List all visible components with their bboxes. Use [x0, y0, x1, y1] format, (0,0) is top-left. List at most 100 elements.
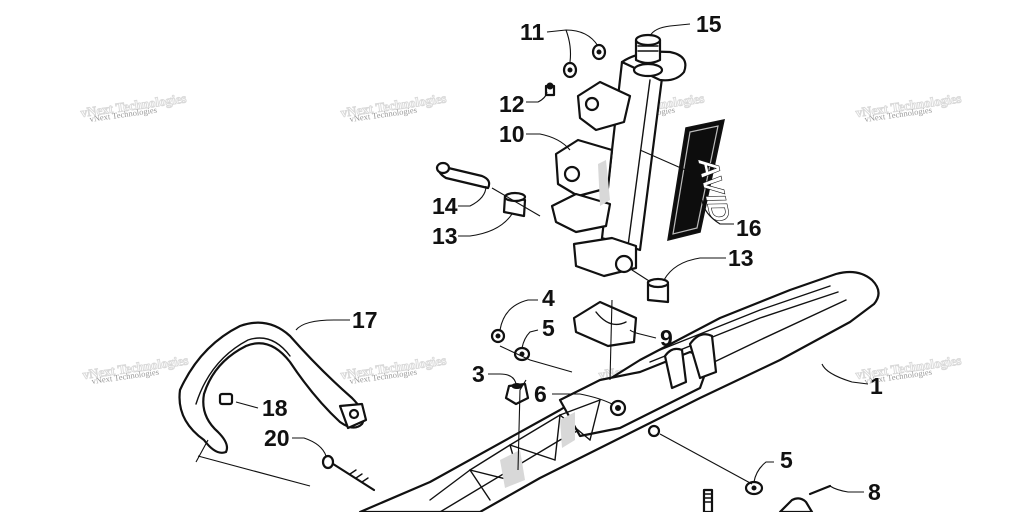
- spindle-lower-bracket: [550, 192, 612, 234]
- callouts: 11 15 12 10 14 13 16 13 4 5 9 17 3 6 1 1…: [262, 11, 883, 505]
- leader-9: [629, 329, 657, 339]
- spindle-bracket-hole: [584, 96, 600, 112]
- pivot-pin-end: [435, 161, 451, 175]
- callout-13: 13: [728, 245, 754, 271]
- spindle-tube-highlight: [627, 79, 651, 247]
- ski: [358, 270, 880, 512]
- leader-11: [546, 29, 599, 47]
- ski-bolt-hole: [647, 424, 661, 438]
- grease-fitting-tip: [546, 82, 554, 90]
- top-cap: [632, 33, 664, 78]
- top-cap-washer: [632, 62, 664, 78]
- leader-4: [499, 299, 538, 331]
- axis-dash: [195, 439, 311, 487]
- washer-hole: [567, 67, 573, 73]
- leader-1: [821, 363, 869, 385]
- callout-13: 13: [432, 223, 458, 249]
- callout-12: 12: [499, 91, 525, 117]
- handle-plug: [218, 392, 234, 406]
- washer-6: [609, 399, 627, 417]
- ski-handle-inner-edge: [195, 337, 291, 405]
- callout-11: 11: [520, 19, 545, 45]
- handle-bolt-thread: [349, 469, 369, 483]
- leader-18: [235, 401, 259, 409]
- bumper-block-body: [572, 300, 638, 348]
- ski-runner-rib: [688, 333, 718, 380]
- ski-handle-end-hole: [348, 408, 360, 420]
- callout-18: 18: [262, 395, 288, 421]
- leader-5b: [753, 461, 774, 483]
- nut-4: [490, 328, 506, 344]
- grease-fitting: [544, 82, 556, 97]
- leader-12: [526, 91, 548, 103]
- callout-17: 17: [352, 307, 378, 333]
- pivot-pin: [435, 161, 491, 190]
- leader-3: [488, 373, 517, 385]
- callout-8: 8: [868, 479, 881, 505]
- callout-20: 20: [264, 425, 290, 451]
- leader-lines: [195, 23, 869, 493]
- top-cap-face: [634, 33, 662, 47]
- decal-panel: [667, 119, 725, 242]
- cotter-pin: [808, 484, 832, 496]
- leader-13b: [663, 257, 726, 281]
- leader-14: [458, 185, 487, 207]
- leader-16: [701, 199, 734, 225]
- callout-10: 10: [499, 121, 525, 147]
- callout-3: 3: [472, 361, 485, 387]
- decal-border: [672, 125, 719, 235]
- lock-nut: [504, 382, 530, 406]
- callout-6: 6: [534, 381, 547, 407]
- spindle-upper-bracket: [576, 80, 632, 132]
- axis-dash: [491, 187, 541, 217]
- watermark: vNext Technologies vNext Technologies: [81, 352, 189, 386]
- watermark: vNext Technologies vNext Technologies: [339, 90, 447, 124]
- callout-14: 14: [432, 193, 458, 219]
- spindle: [550, 50, 687, 289]
- watermark: vNext Technologies vNext Technologies: [79, 90, 187, 124]
- callout-15: 15: [696, 11, 722, 37]
- ski-keel-line: [649, 291, 839, 363]
- callout-5: 5: [780, 447, 793, 473]
- leader-10: [526, 133, 571, 151]
- ski-shadow: [560, 412, 575, 448]
- callout-9: 9: [660, 325, 673, 351]
- spindle-bracket-hole: [563, 165, 581, 183]
- watermark: vNext Technologies vNext Technologies: [339, 352, 447, 386]
- leader-20: [292, 437, 327, 457]
- washer-hole: [596, 49, 602, 55]
- watermark: vNext Technologies vNext Technologies: [854, 90, 962, 124]
- ski-stud-thread: [703, 493, 713, 503]
- leader-8: [829, 485, 864, 493]
- spindle-shadow: [598, 160, 610, 206]
- leader-11b: [565, 29, 572, 63]
- leader-15: [649, 23, 691, 37]
- lock-nut-hole: [511, 383, 523, 389]
- nut-hole: [495, 333, 501, 339]
- lock-nut-body: [504, 382, 530, 406]
- skag-tip: [778, 497, 814, 512]
- bumper-block-groove: [595, 311, 627, 326]
- ski-stud: [702, 488, 714, 512]
- spindle-knuckle-hole: [614, 254, 634, 274]
- axis-dash: [499, 345, 573, 471]
- callout-4: 4: [542, 285, 555, 311]
- leader-17: [295, 319, 350, 331]
- decal: AVID: [667, 119, 736, 242]
- callout-5: 5: [542, 315, 555, 341]
- bumper-block: [572, 300, 638, 348]
- cotter-pin-body: [808, 484, 832, 496]
- washer-hole: [751, 485, 757, 491]
- leader-5a: [521, 329, 539, 349]
- top-cap-ridges: [637, 45, 659, 52]
- washer-5-lower: [744, 480, 764, 496]
- callout-16: 16: [736, 215, 762, 241]
- washer-hole: [615, 405, 621, 411]
- bushing-face: [646, 277, 670, 289]
- washers-11: [562, 43, 607, 79]
- ski-keel-line: [659, 285, 831, 351]
- axis-dash: [659, 433, 753, 485]
- handle-bolt: [321, 454, 376, 492]
- ski-handle: [178, 321, 368, 454]
